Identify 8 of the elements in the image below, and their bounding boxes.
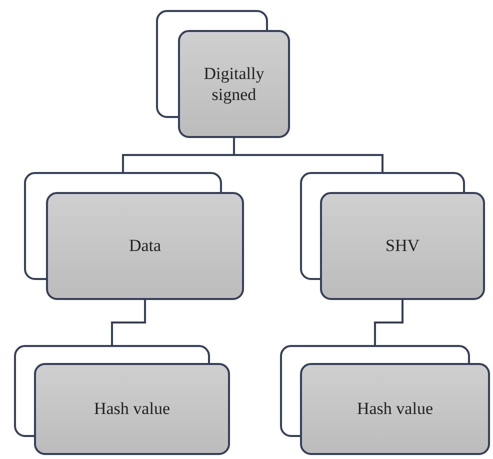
box-label: Data: [128, 235, 162, 257]
box-label: Hash value: [94, 398, 170, 420]
box-label: Digitally signed: [202, 62, 266, 106]
connector-line: [233, 138, 384, 172]
box-label: SHV: [385, 235, 420, 257]
connector-line: [374, 300, 404, 345]
box-label: Hash value: [356, 398, 433, 420]
connector-line: [111, 300, 146, 345]
